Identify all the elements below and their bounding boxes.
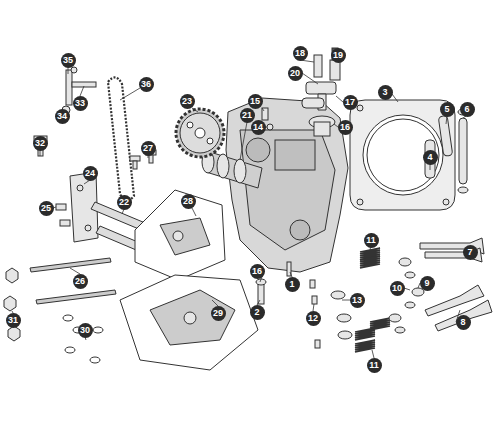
callout-number: 5 <box>440 102 455 117</box>
callout-number: 14 <box>251 120 266 135</box>
callout-number: 15 <box>248 94 263 109</box>
callout-number: 33 <box>73 96 88 111</box>
callout-number: 3 <box>378 85 393 100</box>
callout-number: 8 <box>456 315 471 330</box>
callout-number: 31 <box>6 313 21 328</box>
callout-number: 9 <box>420 276 435 291</box>
callout-number: 23 <box>180 94 195 109</box>
callout-number: 11 <box>367 358 382 373</box>
callout-number: 7 <box>463 245 478 260</box>
callout-number: 19 <box>331 48 346 63</box>
callout-number: 25 <box>39 201 54 216</box>
callout-number: 24 <box>83 166 98 181</box>
callout-number: 32 <box>33 136 48 151</box>
callout-number: 1 <box>285 277 300 292</box>
callout-number: 26 <box>73 274 88 289</box>
callout-number: 10 <box>390 281 405 296</box>
callout-number: 11 <box>364 233 379 248</box>
callout-number: 16 <box>338 120 353 135</box>
callout-number: 29 <box>211 306 226 321</box>
callout-number: 35 <box>61 53 76 68</box>
callout-number: 2 <box>250 305 265 320</box>
callout-number: 12 <box>306 311 321 326</box>
callout-number: 17 <box>343 95 358 110</box>
callout-number: 27 <box>141 141 156 156</box>
callout-number: 13 <box>350 293 365 308</box>
callout-number: 28 <box>181 194 196 209</box>
callout-number: 4 <box>423 150 438 165</box>
callout-number: 34 <box>55 109 70 124</box>
callout-number: 18 <box>293 46 308 61</box>
callout-number: 22 <box>117 195 132 210</box>
callout-number: 16 <box>250 264 265 279</box>
callout-number: 21 <box>240 108 255 123</box>
callout-number: 20 <box>288 66 303 81</box>
callout-number: 36 <box>139 77 154 92</box>
callout-number: 30 <box>78 323 93 338</box>
callout-number: 6 <box>460 102 475 117</box>
